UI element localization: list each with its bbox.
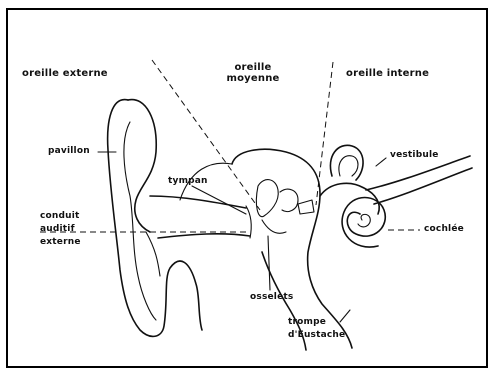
label-conduit-auditif-externe: conduit auditif externe: [40, 210, 81, 249]
pinna-inner-fold: [124, 122, 156, 320]
label-trompe-line1: trompe: [288, 316, 345, 329]
label-oreille-externe: oreille externe: [22, 68, 108, 79]
leader-osselets: [268, 236, 270, 290]
ear-canal-lower: [158, 234, 250, 238]
label-cochlee: cochlée: [424, 224, 464, 234]
ossicle-stapes: [298, 200, 314, 214]
ossicle-detail: [262, 220, 286, 233]
label-oreille-interne: oreille interne: [346, 68, 429, 79]
eardrum: [246, 206, 251, 238]
label-conduit-line2: auditif: [40, 223, 81, 236]
label-tympan: tympan: [168, 176, 208, 186]
pinna-outline: [108, 100, 202, 337]
semicircular-canal-2: [339, 156, 358, 176]
ossicle-incus: [280, 189, 298, 211]
label-trompe-line2: d'Eustache: [288, 329, 345, 342]
leader-vestibule: [376, 158, 386, 166]
label-osselets: osselets: [250, 292, 293, 302]
cochlea-inner: [358, 214, 370, 227]
label-oreille-moyenne-line2: moyenne: [218, 73, 288, 84]
label-oreille-moyenne-line1: oreille: [218, 62, 288, 73]
label-conduit-line1: conduit: [40, 210, 81, 223]
label-vestibule: vestibule: [390, 150, 439, 160]
label-trompe-eustache: trompe d'Eustache: [288, 316, 345, 342]
ossicle-malleus: [256, 180, 278, 217]
label-oreille-moyenne: oreille moyenne: [218, 62, 288, 84]
label-conduit-line3: externe: [40, 236, 81, 249]
label-pavillon: pavillon: [48, 146, 90, 156]
